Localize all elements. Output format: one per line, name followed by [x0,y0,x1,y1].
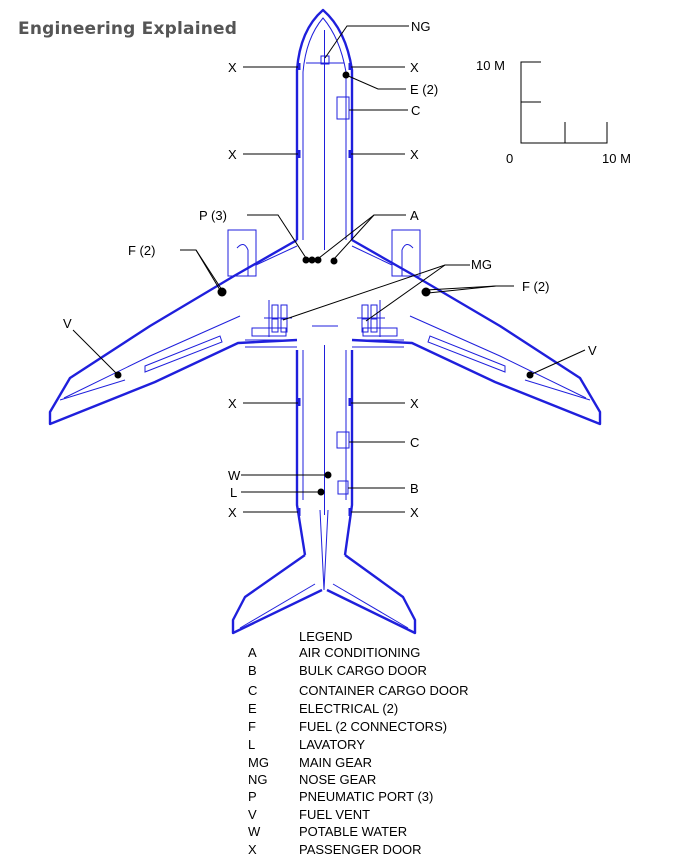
aircraft-details [59,17,591,629]
legend-description: POTABLE WATER [299,824,407,839]
label-x: X [228,505,237,520]
legend-description: MAIN GEAR [299,755,372,770]
legend-code: E [248,701,257,716]
legend-description: BULK CARGO DOOR [299,663,427,678]
legend-description: CONTAINER CARGO DOOR [299,683,469,698]
scale-bar: 10 M 0 10 M [476,58,631,166]
aircraft-outline [48,8,602,635]
legend-description: PNEUMATIC PORT (3) [299,789,433,804]
legend-code: A [248,645,257,660]
label-x: X [228,147,237,162]
label-x: X [228,60,237,75]
legend-code: V [248,807,257,822]
label-x: X [228,396,237,411]
scale-right-label: 10 M [602,151,631,166]
legend-description: NOSE GEAR [299,772,376,787]
label-c: C [410,435,419,450]
legend-description: AIR CONDITIONING [299,645,420,660]
scale-top-label: 10 M [476,58,505,73]
label-f: F (2) [128,243,155,258]
label-mg: MG [471,257,492,272]
legend-code: C [248,683,257,698]
label-x: X [410,396,419,411]
legend-code: P [248,789,257,804]
label-x: X [410,60,419,75]
callout-labels: NG X X E (2) C X X P (3) A F (2) MG F (2… [63,19,597,520]
legend-description: FUEL VENT [299,807,370,822]
legend: LEGEND A AIR CONDITIONING B BULK CARGO DOOR… [248,629,469,857]
scale-zero-label: 0 [506,151,513,166]
leader-lines [72,25,586,513]
legend-title: LEGEND [299,629,352,644]
label-x: X [410,147,419,162]
label-f: F (2) [522,279,549,294]
label-l: L [230,485,237,500]
watermark: Engineering Explained [18,19,238,39]
legend-code: B [248,663,257,678]
legend-code: L [248,737,255,752]
legend-description: ELECTRICAL (2) [299,701,398,716]
legend-code: NG [248,772,268,787]
label-w: W [228,468,241,483]
label-v: V [63,316,72,331]
label-a: A [410,208,419,223]
label-ng: NG [411,19,431,34]
label-e: E (2) [410,82,438,97]
legend-code: W [248,824,261,839]
legend-code: X [248,842,257,857]
legend-description: FUEL (2 CONNECTORS) [299,719,447,734]
legend-code: MG [248,755,269,770]
label-c: C [411,103,420,118]
label-v: V [588,343,597,358]
label-x: X [410,505,419,520]
label-p: P (3) [199,208,227,223]
legend-description: LAVATORY [299,737,365,752]
label-b: B [410,481,419,496]
legend-description: PASSENGER DOOR [299,842,422,857]
legend-code: F [248,719,256,734]
